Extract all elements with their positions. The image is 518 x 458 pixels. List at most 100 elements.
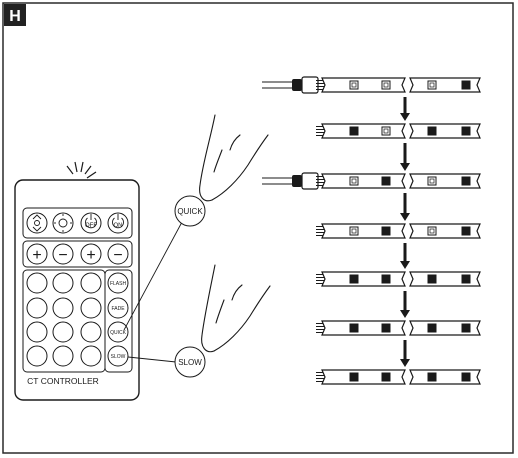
led-chip xyxy=(381,372,391,382)
connector-housing xyxy=(301,172,319,190)
remote-button-brightness[interactable] xyxy=(52,212,74,234)
remote-color-button[interactable] xyxy=(26,297,48,319)
plug-icon xyxy=(292,79,302,91)
led-chip-inner xyxy=(383,128,389,134)
led-strip xyxy=(316,369,481,385)
remote-color-button[interactable] xyxy=(80,272,102,294)
remote-button-off[interactable]: OFF xyxy=(80,212,102,234)
led-chip xyxy=(461,372,471,382)
led-strip xyxy=(316,320,481,336)
remote-button-fade[interactable]: FADE xyxy=(107,297,129,319)
led-chip xyxy=(427,80,437,90)
remote-model-name: CT CONTROLLER xyxy=(27,376,99,386)
callout-quick-label: QUICK xyxy=(177,207,203,216)
led-chip xyxy=(461,274,471,284)
callout-quick: QUICK xyxy=(174,195,206,227)
minus-icon: − xyxy=(113,247,122,264)
led-chip xyxy=(381,80,391,90)
led-chip xyxy=(461,323,471,333)
callout-slow: SLOW xyxy=(174,346,206,378)
remote-button-on[interactable]: ON xyxy=(107,212,129,234)
led-chip xyxy=(427,226,437,236)
remote-color-button[interactable] xyxy=(52,321,74,343)
led-chip-inner xyxy=(429,82,435,88)
remote-color-button[interactable] xyxy=(26,321,48,343)
strip-segment xyxy=(321,320,406,336)
remote-top-panel xyxy=(22,207,133,239)
strip-segment xyxy=(321,77,406,93)
remote-button-plus-2[interactable]: + xyxy=(80,243,102,265)
brightness-sun-icon xyxy=(54,214,72,232)
remote-button-flash[interactable]: FLASH xyxy=(107,272,129,294)
connector-housing xyxy=(301,76,319,94)
down-arrow-head xyxy=(400,359,410,367)
down-arrow-head xyxy=(400,310,410,318)
remote-color-button[interactable] xyxy=(26,345,48,367)
led-chip xyxy=(427,323,437,333)
hand-pressing-slow-icon xyxy=(201,264,271,353)
remote-button-minus-1[interactable]: − xyxy=(52,243,74,265)
remote-button-plus-1[interactable]: + xyxy=(26,243,48,265)
led-strip xyxy=(262,172,481,190)
strip-segment xyxy=(321,369,406,385)
remote-color-button[interactable] xyxy=(52,272,74,294)
remote-body xyxy=(14,179,140,401)
led-chip xyxy=(427,176,437,186)
led-strip xyxy=(262,76,481,94)
led-chip xyxy=(427,126,437,136)
led-chip xyxy=(427,274,437,284)
plus-icon: + xyxy=(32,247,41,264)
brightness-up-down-icon xyxy=(32,214,42,232)
led-chip xyxy=(461,126,471,136)
led-chip-inner xyxy=(351,82,357,88)
remote-button-brightness-updown[interactable] xyxy=(26,212,48,234)
quick-button-label: QUICK xyxy=(110,330,127,336)
led-chip xyxy=(349,226,359,236)
power-icon xyxy=(85,214,97,229)
led-chip xyxy=(427,372,437,382)
remote-color-button[interactable] xyxy=(80,345,102,367)
led-chip xyxy=(349,323,359,333)
led-chip-inner xyxy=(429,178,435,184)
callout-leaders xyxy=(123,221,183,363)
led-chip xyxy=(381,226,391,236)
minus-icon: − xyxy=(58,247,67,264)
led-strip-sequence xyxy=(262,76,481,385)
remote-button-minus-2[interactable]: − xyxy=(107,243,129,265)
remote-button-slow[interactable]: SLOW xyxy=(107,345,129,367)
cable-line xyxy=(262,81,292,89)
remote-color-grid xyxy=(26,272,102,367)
callout-slow-label: SLOW xyxy=(178,358,202,367)
plug-icon xyxy=(292,175,302,187)
power-icon xyxy=(112,214,124,229)
section-badge xyxy=(4,4,26,26)
remote-color-panel xyxy=(22,269,106,373)
plus-icon: + xyxy=(86,247,95,264)
remote-color-button[interactable] xyxy=(80,297,102,319)
section-label: H xyxy=(9,8,21,25)
diagram-frame xyxy=(2,2,514,454)
led-chip-inner xyxy=(351,178,357,184)
led-chip-inner xyxy=(351,228,357,234)
remote-second-panel xyxy=(22,240,133,268)
led-chip xyxy=(349,80,359,90)
led-chip xyxy=(381,126,391,136)
remote-color-button[interactable] xyxy=(26,272,48,294)
remote-color-button[interactable] xyxy=(80,321,102,343)
led-chip xyxy=(461,226,471,236)
led-strip xyxy=(316,223,481,239)
led-chip xyxy=(349,372,359,382)
remote-color-button[interactable] xyxy=(52,345,74,367)
led-strip xyxy=(316,123,481,139)
led-chip xyxy=(381,274,391,284)
led-chip xyxy=(349,274,359,284)
remote-button-quick[interactable]: QUICK xyxy=(107,321,129,343)
strip-segment xyxy=(321,123,406,139)
down-arrow-head xyxy=(400,213,410,221)
led-chip xyxy=(461,176,471,186)
led-chip-inner xyxy=(429,228,435,234)
remote-color-button[interactable] xyxy=(52,297,74,319)
down-arrow-head xyxy=(400,163,410,171)
led-chip xyxy=(349,176,359,186)
